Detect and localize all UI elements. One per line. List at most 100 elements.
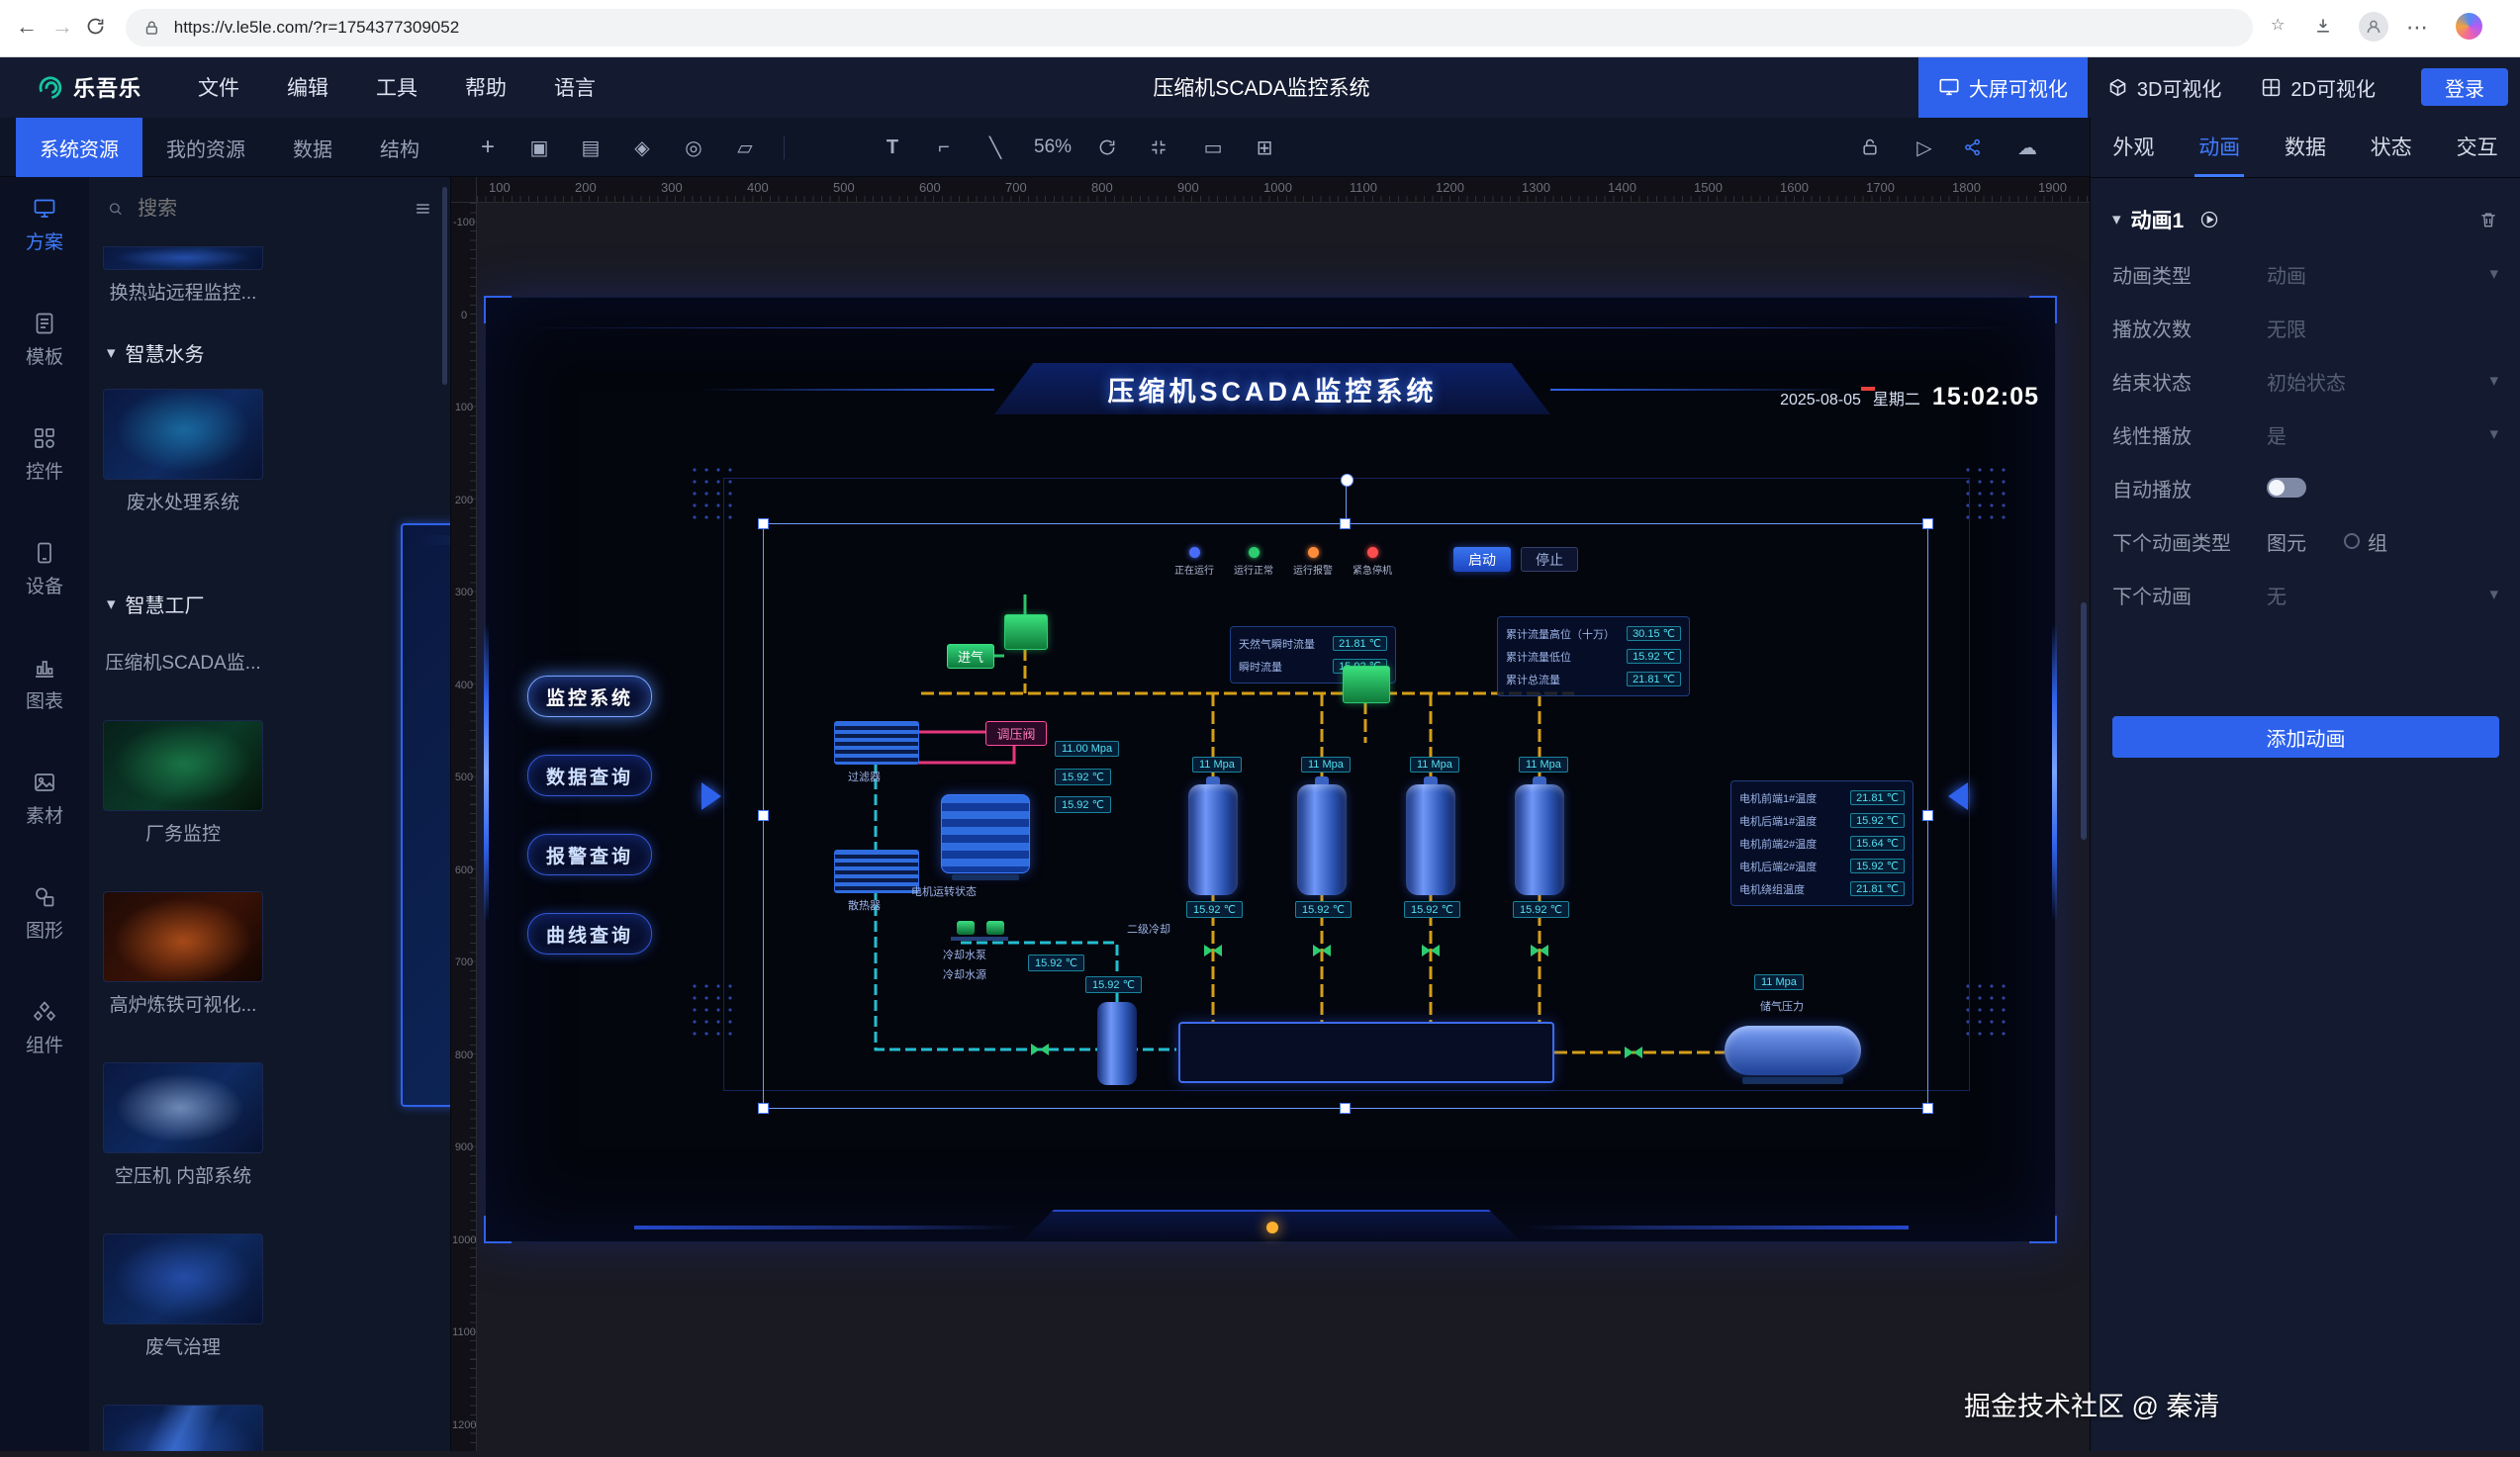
thumbnail-waste-gas[interactable] bbox=[103, 1233, 263, 1324]
rail-item-materials[interactable]: 素材 bbox=[26, 771, 63, 828]
copilot-icon[interactable] bbox=[2456, 13, 2482, 40]
thumbnail-auto-manufacturing[interactable] bbox=[103, 1405, 263, 1451]
select-chevron-icon[interactable]: ▾ bbox=[2489, 585, 2498, 604]
search-input[interactable] bbox=[136, 197, 402, 222]
scada-nav-monitor[interactable]: 监控系统 bbox=[527, 676, 652, 717]
tab-interaction[interactable]: 交互 bbox=[2453, 118, 2502, 177]
resize-handle-top-middle[interactable] bbox=[1340, 518, 1351, 529]
tab-state[interactable]: 状态 bbox=[2367, 118, 2416, 177]
menu-file[interactable]: 文件 bbox=[198, 72, 239, 102]
storage-tank-1[interactable] bbox=[1188, 784, 1238, 895]
refresh-zoom-icon[interactable] bbox=[1097, 137, 1123, 157]
motor-equipment[interactable] bbox=[941, 794, 1030, 873]
lock-tool-icon[interactable] bbox=[1860, 137, 1886, 157]
2d-mode-button[interactable]: 2D可视化 bbox=[2241, 56, 2395, 118]
play-animation-icon[interactable] bbox=[2199, 210, 2219, 229]
table-icon[interactable]: ⊞ bbox=[1252, 136, 1277, 160]
scada-nav-curve-query[interactable]: 曲线查询 bbox=[527, 913, 652, 955]
brand[interactable]: 乐吾乐 bbox=[36, 56, 141, 118]
prop-value[interactable]: 初始状态 bbox=[2267, 367, 2346, 396]
add-icon[interactable]: + bbox=[475, 134, 501, 161]
auto-play-toggle[interactable] bbox=[2267, 478, 2306, 498]
storage-tank-4[interactable] bbox=[1515, 784, 1564, 895]
start-button[interactable]: 启动 bbox=[1453, 547, 1511, 572]
scada-artboard[interactable]: 压缩机SCADA监控系统 2025-08-05 星期二 15:02:05 监控系… bbox=[485, 297, 2056, 1242]
tab-appearance[interactable]: 外观 bbox=[2108, 118, 2158, 177]
stop-button[interactable]: 停止 bbox=[1521, 547, 1578, 572]
resize-handle-top-right[interactable] bbox=[1922, 518, 1933, 529]
radiator-equipment[interactable] bbox=[834, 850, 919, 893]
thumbnail-heat-station[interactable] bbox=[103, 246, 263, 270]
rail-item-devices[interactable]: 设备 bbox=[26, 541, 63, 598]
select-chevron-icon[interactable]: ▾ bbox=[2489, 371, 2498, 391]
browser-more-icon[interactable]: ⋯ bbox=[2406, 15, 2428, 41]
compressor-unit[interactable] bbox=[1004, 614, 1048, 650]
list-menu-icon[interactable] bbox=[414, 198, 432, 220]
section-smart-factory[interactable]: ▾ 智慧工厂 bbox=[107, 590, 434, 618]
menu-help[interactable]: 帮助 bbox=[465, 72, 507, 102]
thumbnail-plant-monitoring[interactable] bbox=[103, 720, 263, 811]
prop-value[interactable]: 是 bbox=[2267, 420, 2287, 449]
target-icon[interactable]: ◎ bbox=[681, 136, 706, 160]
prop-value[interactable]: 无限 bbox=[2267, 314, 2306, 342]
small-tank[interactable] bbox=[1097, 1002, 1137, 1085]
horizontal-gas-tank[interactable] bbox=[1725, 1026, 1861, 1075]
carousel-arrow-right[interactable] bbox=[1948, 782, 1968, 810]
filter-equipment[interactable] bbox=[834, 721, 919, 765]
resize-handle-bottom-left[interactable] bbox=[758, 1103, 769, 1114]
snapshot-icon[interactable]: ▣ bbox=[526, 136, 552, 160]
profile-avatar[interactable] bbox=[2359, 12, 2388, 42]
storage-tank-2[interactable] bbox=[1297, 784, 1347, 895]
tab-data[interactable]: 数据 bbox=[269, 118, 356, 177]
line-tool-icon[interactable]: ╲ bbox=[982, 136, 1008, 160]
downloads-icon[interactable] bbox=[2313, 16, 2333, 36]
rail-item-templates[interactable]: 模板 bbox=[26, 312, 63, 369]
badge-icon[interactable]: ◈ bbox=[629, 136, 655, 160]
select-chevron-icon[interactable]: ▾ bbox=[2489, 424, 2498, 444]
resize-handle-middle-left[interactable] bbox=[758, 810, 769, 821]
thumbnail-wastewater[interactable] bbox=[103, 389, 263, 480]
resize-handle-middle-right[interactable] bbox=[1922, 810, 1933, 821]
section-smart-water[interactable]: ▾ 智慧水务 bbox=[107, 338, 434, 367]
rail-item-widgets[interactable]: 控件 bbox=[26, 426, 63, 484]
cloud-icon[interactable]: ☁ bbox=[2014, 136, 2040, 160]
tab-structure[interactable]: 结构 bbox=[356, 118, 443, 177]
rail-item-components[interactable]: 组件 bbox=[26, 1000, 63, 1057]
resize-handle-top-left[interactable] bbox=[758, 518, 769, 529]
scada-nav-data-query[interactable]: 数据查询 bbox=[527, 755, 652, 796]
preview-play-icon[interactable]: ▷ bbox=[1912, 136, 1937, 160]
rotate-handle[interactable] bbox=[1341, 474, 1353, 487]
manifold-box[interactable] bbox=[1178, 1022, 1554, 1083]
fit-view-icon[interactable] bbox=[1149, 137, 1174, 157]
browser-refresh-icon[interactable] bbox=[85, 16, 115, 37]
browser-back-icon[interactable]: ← bbox=[12, 14, 42, 40]
tab-data[interactable]: 数据 bbox=[2281, 118, 2330, 177]
intake-button[interactable]: 进气 bbox=[947, 644, 994, 669]
collapse-chevron-icon[interactable]: ▾ bbox=[2112, 210, 2121, 229]
3d-mode-button[interactable]: 3D可视化 bbox=[2088, 56, 2242, 118]
url-input[interactable] bbox=[172, 17, 2235, 39]
panel-icon[interactable]: ▤ bbox=[578, 136, 604, 160]
favorites-star-icon[interactable]: ☆ bbox=[2271, 15, 2285, 35]
frame-icon[interactable]: ▭ bbox=[1200, 136, 1226, 160]
canvas-scrollbar[interactable] bbox=[2081, 602, 2087, 840]
carousel-arrow-left[interactable] bbox=[701, 782, 721, 810]
rail-item-solutions[interactable]: 方案 bbox=[26, 197, 63, 254]
polyline-tool-icon[interactable]: ⌐ bbox=[931, 137, 957, 159]
rail-item-shapes[interactable]: 图形 bbox=[26, 885, 63, 943]
scada-nav-alarm-query[interactable]: 报警查询 bbox=[527, 834, 652, 875]
login-button[interactable]: 登录 bbox=[2421, 68, 2508, 106]
eraser-icon[interactable]: ▱ bbox=[732, 136, 758, 160]
pressure-valve-button[interactable]: 调压阀 bbox=[985, 721, 1047, 746]
resize-handle-bottom-middle[interactable] bbox=[1340, 1103, 1351, 1114]
tab-system-resources[interactable]: 系统资源 bbox=[16, 118, 142, 177]
compressor-unit-2[interactable] bbox=[1343, 666, 1390, 703]
menu-language[interactable]: 语言 bbox=[554, 72, 596, 102]
resource-scrollbar[interactable] bbox=[442, 187, 447, 385]
delete-animation-icon[interactable] bbox=[2478, 210, 2498, 229]
storage-tank-3[interactable] bbox=[1406, 784, 1455, 895]
text-tool-icon[interactable]: T bbox=[880, 137, 905, 159]
zoom-level[interactable]: 56% bbox=[1034, 137, 1072, 158]
prop-value[interactable]: 动画 bbox=[2267, 260, 2306, 289]
big-screen-mode-button[interactable]: 大屏可视化 bbox=[1918, 56, 2088, 118]
